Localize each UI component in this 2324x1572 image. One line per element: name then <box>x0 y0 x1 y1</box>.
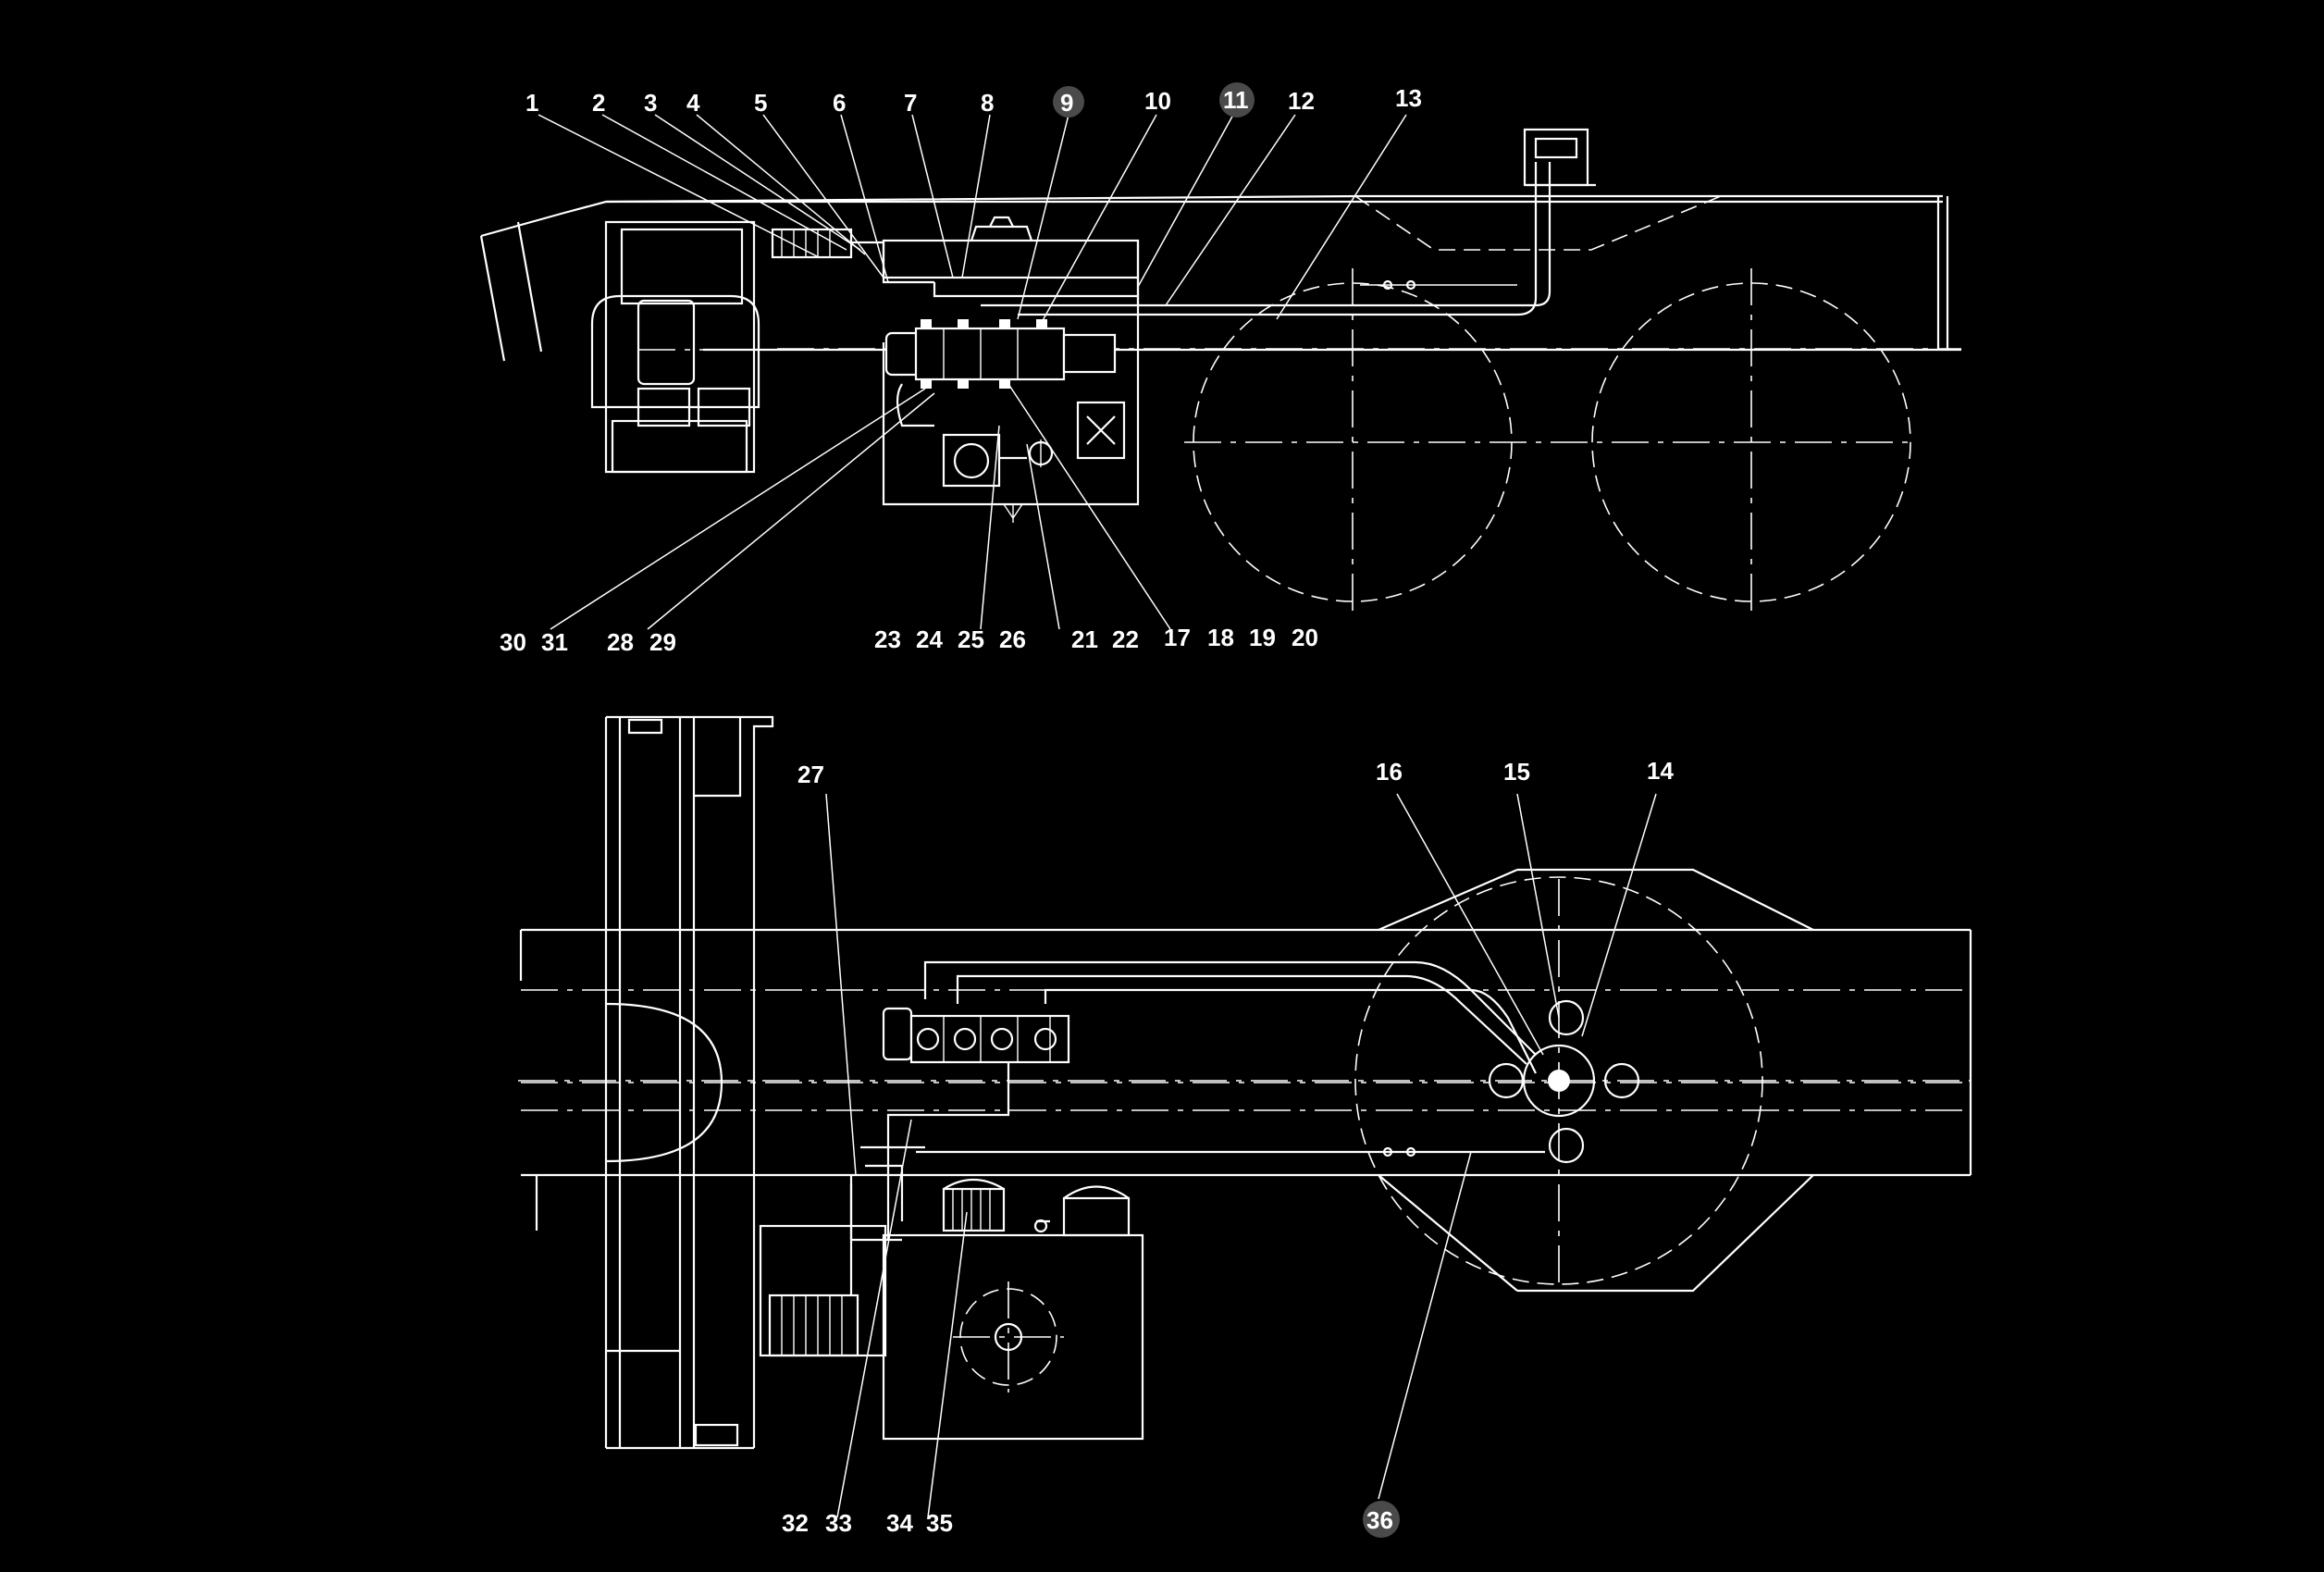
callout-35: 35 <box>926 1509 953 1537</box>
pump-assembly-top <box>884 319 1117 389</box>
callout-11: 11 <box>1223 86 1249 114</box>
callout-9: 9 <box>1060 89 1073 117</box>
callout-14: 14 <box>1647 757 1674 785</box>
callout-12: 12 <box>1288 87 1315 115</box>
callout-21: 21 <box>1071 625 1098 653</box>
callout-36: 36 <box>1366 1506 1393 1534</box>
callout-18: 18 <box>1207 624 1234 651</box>
callout-25: 25 <box>958 625 984 653</box>
callout-30: 30 <box>500 628 526 656</box>
callout-1: 1 <box>525 89 538 117</box>
callout-13: 13 <box>1395 84 1422 112</box>
callout-7: 7 <box>904 89 917 117</box>
top-view <box>479 128 1961 611</box>
callout-16: 16 <box>1376 758 1403 786</box>
callouts: 1 2 3 4 5 6 7 8 9 10 11 12 13 30 31 28 2… <box>500 82 1674 1538</box>
callout-5: 5 <box>754 89 767 117</box>
callout-22: 22 <box>1112 625 1139 653</box>
callout-19: 19 <box>1249 624 1276 651</box>
callout-28: 28 <box>607 628 634 656</box>
callout-23: 23 <box>874 625 901 653</box>
callout-15: 15 <box>1503 758 1530 786</box>
callout-2: 2 <box>592 89 605 117</box>
callout-34: 34 <box>886 1509 913 1537</box>
callout-24: 24 <box>916 625 943 653</box>
callout-17: 17 <box>1164 624 1191 651</box>
callout-32: 32 <box>782 1509 809 1537</box>
callout-29: 29 <box>649 628 676 656</box>
callout-3: 3 <box>644 89 657 117</box>
callout-11-circle <box>1219 82 1255 118</box>
callout-36-circle <box>1363 1501 1400 1538</box>
callout-31: 31 <box>541 628 568 656</box>
callout-27: 27 <box>797 761 824 788</box>
callout-4: 4 <box>686 89 700 117</box>
callout-33: 33 <box>825 1509 852 1537</box>
bottom-view <box>518 715 1972 1450</box>
callout-9-circle <box>1053 86 1084 118</box>
callout-8: 8 <box>981 89 994 117</box>
leader-lines <box>538 114 1657 1518</box>
callout-26: 26 <box>999 625 1026 653</box>
callout-10: 10 <box>1144 87 1171 115</box>
callout-20: 20 <box>1292 624 1318 651</box>
callout-6: 6 <box>833 89 846 117</box>
pump-assembly-bottom <box>882 1007 1070 1064</box>
